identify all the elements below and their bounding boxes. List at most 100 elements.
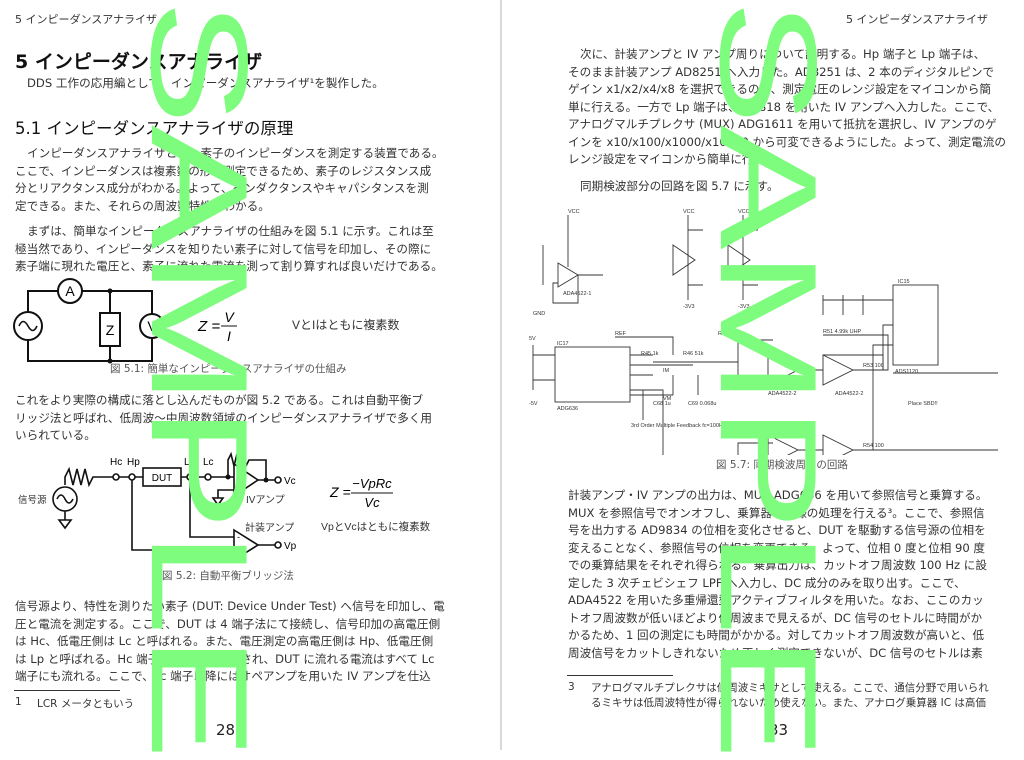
text-line: 分とリアクタンス成分がわかる。よって、インダクタンスやキャパシタンスを測 [15,181,429,195]
ref-label: REF [615,331,627,337]
text-line: レンジ設定をマイコンから簡単に行える。 [568,152,788,166]
resistor-label: R46 51k [683,351,704,357]
capacitor-label: C70 2200p [748,381,775,387]
paragraph-2: まずは、簡単なインピーダンスアナライザの仕組みを図 5.1 に示す。これは至 極… [15,223,443,276]
footnote-number: 1 [15,696,22,708]
vp-label: Vp [284,541,297,552]
adc-ic-box [892,284,939,366]
opamp-label: ADA4522-2 [835,391,863,397]
paragraph-1: インピーダンスアナライザとは、素子のインピーダンスを測定する装置である。 ここで… [15,145,444,215]
capacitor-label: C69 0.068u [688,401,716,407]
svg-text:-: - [237,466,240,476]
page-divider [500,0,502,750]
text-line: インピーダンスアナライザとは、素子のインピーダンスを測定する装置である。 [27,146,444,160]
figure-5-7-schematic: 5V -5V VCC VCC VCC -3V3 -3V3 ADA4522-1 I… [529,209,998,455]
vcc-label: VCC [738,209,750,215]
hp-label: Hp [127,457,140,468]
resistor-label: R53 100 [863,363,884,369]
resistor-label: R47 170k [718,331,742,337]
vc-label: Vc [284,476,296,487]
mux-ic-box [554,346,631,403]
vcc-label: VCC [568,209,580,215]
footnote-number: 3 [568,681,575,693]
text-line: 定した 3 次チェビシェフ LPF へ入力し、DC 成分のみを取り出す。ここで、 [568,575,966,590]
lp-label: Lp [184,457,196,468]
paragraph-3: 計装アンプ・IV アンプの出力は、MUX ADG636 を用いて参照信号と乗算す… [568,487,987,662]
text-line: いられている。 [15,428,96,442]
text-line: 端子にも流れる。ここで、Lc 端子以降にはオペアンプを用いた IV アンプを仕込 [15,669,431,683]
text-line: かるため、1 回の測定にも時間がかかる。対してカットオフ周波数が高いと、低 [568,628,985,642]
voltmeter-label: V [147,318,157,334]
dut-box [142,467,182,487]
footnote-rule [567,675,673,676]
text-line: 号を出力する AD9834 の位相を変化させると、DUT を駆動する信号源の位相… [568,523,986,537]
footnote-text: アナログマルチプレクサは低周波ミキサとして使える。ここで、通信分野で用いられ る… [591,681,989,711]
sample-watermark: SAMPLE [122,0,277,760]
svg-text:+: + [236,486,242,497]
instrumentation-amp-icon [233,528,260,562]
figure-5-2-caption: 図 5.2: 自動平衡ブリッジ法 [162,570,294,582]
sbd-note: Place SBD!! [908,401,938,407]
text-line: 単に行える。一方で Lp 端子は、LT1818 を用いた IV アンプへ入力した… [568,99,1000,114]
voltmeter-icon [139,313,165,339]
text-line: ゲイン x1/x2/x4/x8 を選択できるので、測定電圧のレンジ設定をマイコン… [568,82,991,96]
footnote-rule [14,690,120,691]
formula-numerator: −VpRc [352,476,392,491]
text-line: MUX を参照信号でオンオフし、乗算器と同様の処理を行える³。ここで、参照信 [568,505,985,520]
n3v3-label: -3V3 [683,304,695,310]
page-number: 28 [216,721,236,739]
formula-numerator: V [224,309,235,325]
opamp-label: ADA4522-1 [563,291,591,297]
figure-5-1-caption: 図 5.1: 簡単なインピーダンスアナライザの仕組み [110,363,347,375]
vcc-label: VCC [683,209,695,215]
resistor-label: R54 100 [863,443,884,449]
n3v3-label: -3V3 [738,304,750,310]
text-line: アナログマルチプレクサ (MUX) ADG1611 を用いて抵抗を選択し、IV … [568,117,997,131]
paragraph-1: 次に、計装アンプと IV アンプ周りについて説明する。Hp 端子と Lp 端子は… [568,46,1006,169]
dut-label: DUT [152,473,173,484]
text-line: そのまま計装アンプ AD8251 へ入力した。AD8251 は、2 本のディジタ… [568,64,995,79]
filter-note: 3rd Order Multiple Feedback fc=100Hz 0.1… [631,423,771,429]
running-header: 5 インピーダンスアナライザ [15,13,158,26]
formula-lhs: Z = [329,484,351,500]
resistor-label: R51 4.99k UHP [823,329,862,335]
im-label: IM [663,368,670,374]
text-line: ADA4522 を用いた多重帰還型アクティブフィルタを用いた。なお、ここのカッ [568,593,984,607]
n5v-label: -5V [529,401,538,407]
text-line: まずは、簡単なインピーダンスアナライザの仕組みを図 5.1 に示す。これは至 [27,224,434,238]
ammeter-label: A [65,283,75,299]
text-line: 圧と電流を測定する。ここで、DUT は 4 端子法にて接続し、信号印加の高電圧側 [15,616,441,631]
figure-5-2-circuit: -+ -+ Hc Hp DUT Lp Lc Vc Vp 信号源 IVアンプ 計装… [18,451,431,562]
text-line: 素子端に現れた電圧と、素子に流れた電流を測って割り算すれば良いだけである。 [15,259,443,273]
signal-source-label: 信号源 [18,494,47,506]
footnote-text: LCR メータともいう [37,698,135,710]
svg-text:-: - [237,532,240,542]
hc-label: Hc [110,457,122,468]
chapter-title: 5 インピーダンスアナライザ [15,51,263,73]
paragraph-4: 信号源より、特性を測りたい素子 (DUT: Device Under Test)… [15,598,445,686]
lc-label: Lc [203,457,214,468]
opamp-label: ADA4522-2 [768,391,796,397]
figure-5-1-circuit: A Z V Z = V I VとIはともに複素数 [13,278,399,364]
adc-ref-label: IC15 [898,279,910,285]
formula-note: VpとVcはともに複素数 [321,520,431,533]
text-line: 周波信号をカットしきれないため正しく測定できないが、DC 信号のセトルは素 [568,645,983,660]
section-title: 5.1 インピーダンスアナライザの原理 [15,119,294,138]
intro-text: DDS 工作の応用編として、インピーダンスアナライザ¹を製作した。 [27,76,384,90]
text-line: 信号源より、特性を測りたい素子 (DUT: Device Under Test)… [15,599,445,613]
text-line: 定できる。また、それらの周波数特性もわかる。 [15,198,270,213]
impedance-label: Z [106,322,115,338]
svg-text:+: + [236,548,242,559]
inst-amp-label: 計装アンプ [245,521,294,534]
gnd-label: GND [533,311,545,317]
right-page: 5 インピーダンスアナライザ 次に、計装アンプと IV アンプ周りについて説明す… [503,0,1024,759]
text-line: 極当然であり、インピーダンスを知りたい素子に対して信号を印加し、その際に [15,241,432,256]
vm-label: VM [663,396,672,402]
running-header: 5 インピーダンスアナライザ [845,13,988,26]
formula-denominator: Vc [364,495,380,510]
text-line: は Hc、低電圧側は Lc と呼ばれる。また、電圧測定の高電圧側は Hp、低電圧… [15,634,434,648]
mux-label: ADG636 [557,406,578,412]
p5v-label: 5V [529,336,536,342]
formula-denominator: I [227,328,231,344]
adc-label: ADS1120 [895,369,918,375]
